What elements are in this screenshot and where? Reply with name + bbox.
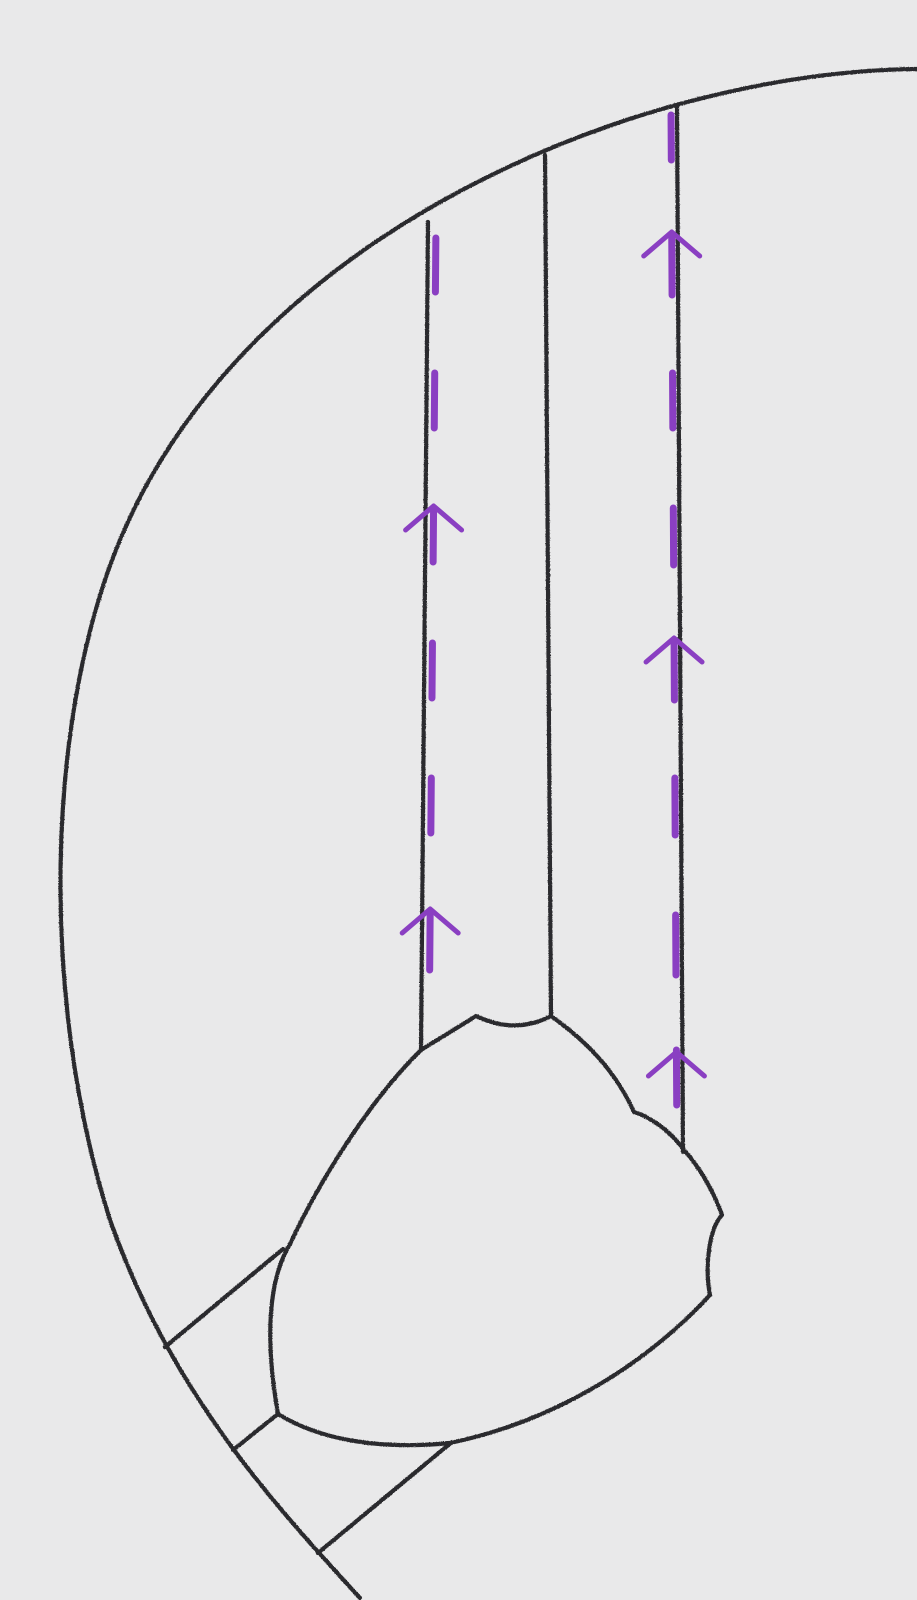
left-flow-chevron-2 bbox=[399, 906, 461, 936]
blob-body bbox=[268, 1013, 725, 1448]
outer-arc bbox=[58, 66, 917, 1600]
right-flow-chevron-2 bbox=[643, 635, 705, 665]
middle-channel-wall bbox=[542, 152, 554, 1019]
outline-drawing bbox=[58, 66, 917, 1600]
middle-connector-line bbox=[230, 1411, 281, 1453]
left-flow-chevron-1 bbox=[403, 503, 465, 533]
right-channel-wall bbox=[674, 103, 686, 1155]
lower-connector-line bbox=[315, 1439, 455, 1556]
right-flow-chevron-1 bbox=[641, 229, 703, 259]
left-flow-markers bbox=[399, 234, 465, 974]
right-flow-chevron-3 bbox=[645, 1049, 707, 1079]
right-flow-markers bbox=[641, 111, 707, 1109]
left-channel-wall bbox=[418, 219, 431, 1053]
upper-connector-line bbox=[162, 1246, 286, 1350]
